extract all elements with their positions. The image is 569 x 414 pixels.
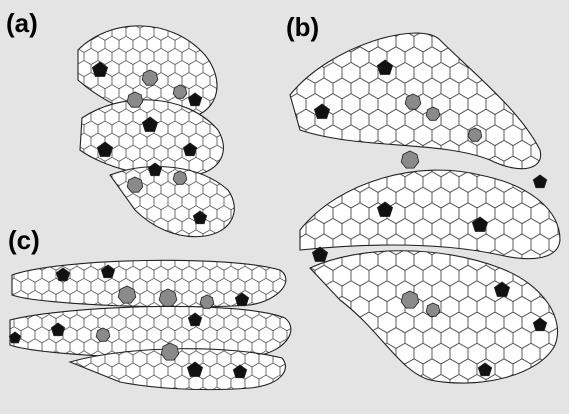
pentagon-defect xyxy=(533,175,546,188)
heptagon-defect xyxy=(401,151,419,168)
heptagon-defect xyxy=(173,85,187,98)
heptagon-defect xyxy=(468,128,482,141)
heptagon-defect xyxy=(127,177,143,192)
heptagon-defect xyxy=(159,289,177,306)
panel-c-coil xyxy=(9,260,291,389)
helix-turn xyxy=(110,167,234,237)
panel-label-c: (c) xyxy=(8,227,40,253)
heptagon-defect xyxy=(96,328,110,341)
heptagon-defect xyxy=(401,291,419,308)
heptagon-defect xyxy=(200,295,214,308)
heptagon-defect xyxy=(426,107,440,120)
heptagon-defect xyxy=(118,286,136,303)
heptagon-defect xyxy=(173,171,187,184)
helix-turn xyxy=(310,251,558,383)
panel-a-helix xyxy=(78,26,234,237)
panel-label-b: (b) xyxy=(286,14,319,40)
heptagon-defect xyxy=(142,70,158,85)
heptagon-defect xyxy=(405,94,421,109)
heptagon-defect xyxy=(426,303,440,316)
panel-b-helix xyxy=(290,33,560,383)
panel-label-a: (a) xyxy=(6,10,38,36)
helix-turn xyxy=(300,170,560,259)
heptagon-defect xyxy=(127,92,143,107)
heptagon-defect xyxy=(161,343,179,360)
